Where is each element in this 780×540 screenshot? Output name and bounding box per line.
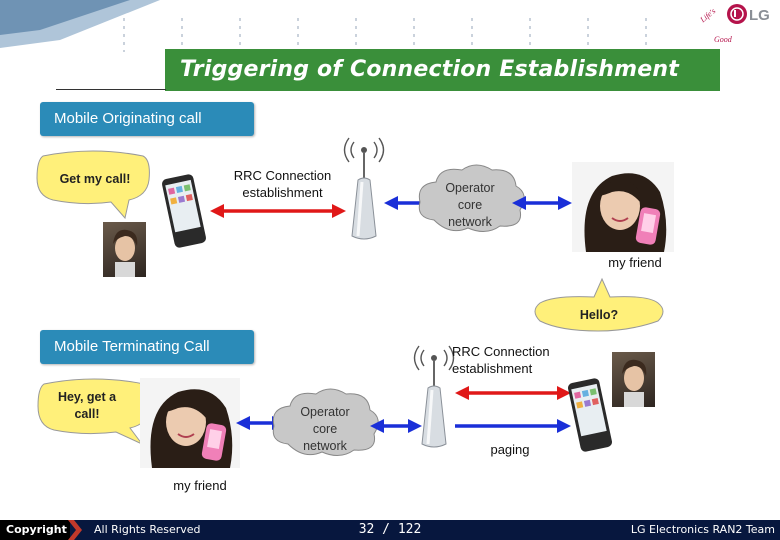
title-bar (165, 49, 720, 91)
friend-label-mo: my friend (608, 255, 662, 270)
friend-label-mt: my friend (173, 478, 227, 493)
mobile-terminating-label: Mobile Terminating Call (40, 330, 254, 364)
base-station-tower-icon (340, 132, 388, 249)
svg-text:Life's: Life's (700, 6, 717, 25)
core-network-label-mo: Operator core network (445, 181, 495, 229)
operator-core-network-cloud-mt (272, 388, 379, 456)
speech-bubble-hey-get-a-call (37, 378, 151, 445)
footer-copyright-block (0, 520, 70, 540)
core-to-tower-arrow-mt (370, 419, 422, 433)
rrc-connection-label-mo: RRC Connection establishment (233, 168, 332, 200)
operator-core-network-cloud-mo (418, 164, 525, 232)
mobile-phone-icon (160, 172, 208, 255)
core-network-label-mt: Operator core network (300, 405, 350, 453)
footer-bar (0, 520, 780, 540)
footer-rights: All Rights Reserved (94, 523, 201, 536)
footer-divider-arrow (68, 520, 82, 540)
footer-organization: LG Electronics RAN2 Team (630, 523, 775, 536)
speech-bubble-get-my-call (36, 150, 150, 220)
header-decoration (0, 0, 647, 52)
rrc-arrow-mo (210, 204, 346, 218)
mobile-phone-icon-mt (566, 376, 614, 459)
paging-label: paging (490, 442, 530, 457)
page-number: 32 / 122 (358, 522, 422, 537)
receiver-photo-mt (612, 352, 655, 407)
page-title: Triggering of Connection Establishment (180, 57, 679, 82)
rrc-arrow-mt (455, 386, 571, 400)
svg-text:LG: LG (749, 7, 770, 24)
footer-copyright: Copyright (6, 523, 67, 536)
title-underline (56, 89, 166, 90)
mobile-originating-label: Mobile Originating call (40, 102, 254, 136)
friend-photo-mo (572, 162, 674, 252)
svg-text:Good: Good (714, 35, 733, 44)
speech-get-my-call: Get my call! (59, 172, 131, 186)
core-to-friend-arrow-mo (512, 196, 572, 210)
speech-hey-get-a-call: Hey, get a call! (57, 390, 117, 421)
caller-photo (103, 222, 146, 277)
lg-logo: LG Life's Good (698, 2, 778, 46)
paging-arrow-mt (455, 419, 571, 433)
caller-photo-mt (140, 378, 240, 468)
rrc-connection-label-mt: RRC Connection establishment (452, 344, 550, 376)
base-station-tower-icon-mt (410, 340, 458, 457)
speech-hello: Hello? (579, 308, 619, 322)
speech-bubble-hello (534, 277, 664, 332)
